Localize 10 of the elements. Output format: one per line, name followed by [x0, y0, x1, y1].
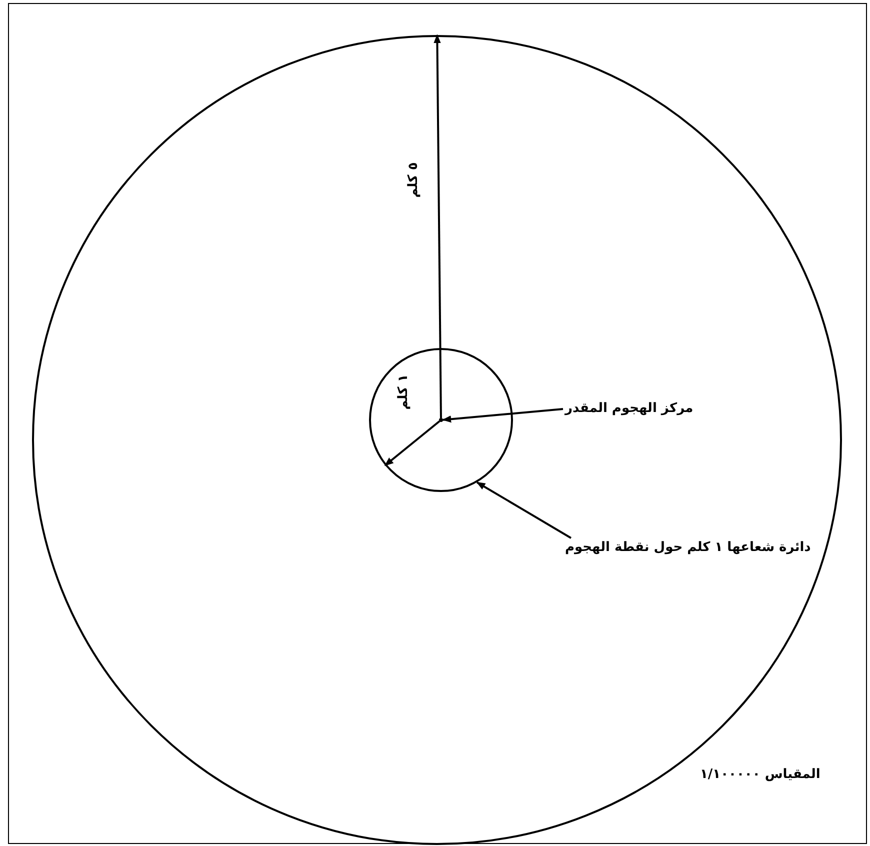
arrow: [384, 420, 440, 466]
node-text: مركز الهجوم المقدر: [565, 401, 694, 417]
scale-label: المقياس ١/١٠٠٠٠٠: [700, 767, 820, 783]
arrow: [442, 408, 564, 423]
arrow: [434, 34, 442, 418]
edge-label: ٥ كلم: [406, 161, 422, 199]
centre-dot: [439, 418, 443, 422]
arrow: [476, 481, 572, 539]
node-text: دائرة شعاعها ١ كلم حول نقطة الهجوم: [565, 540, 811, 556]
circle: [369, 348, 513, 492]
